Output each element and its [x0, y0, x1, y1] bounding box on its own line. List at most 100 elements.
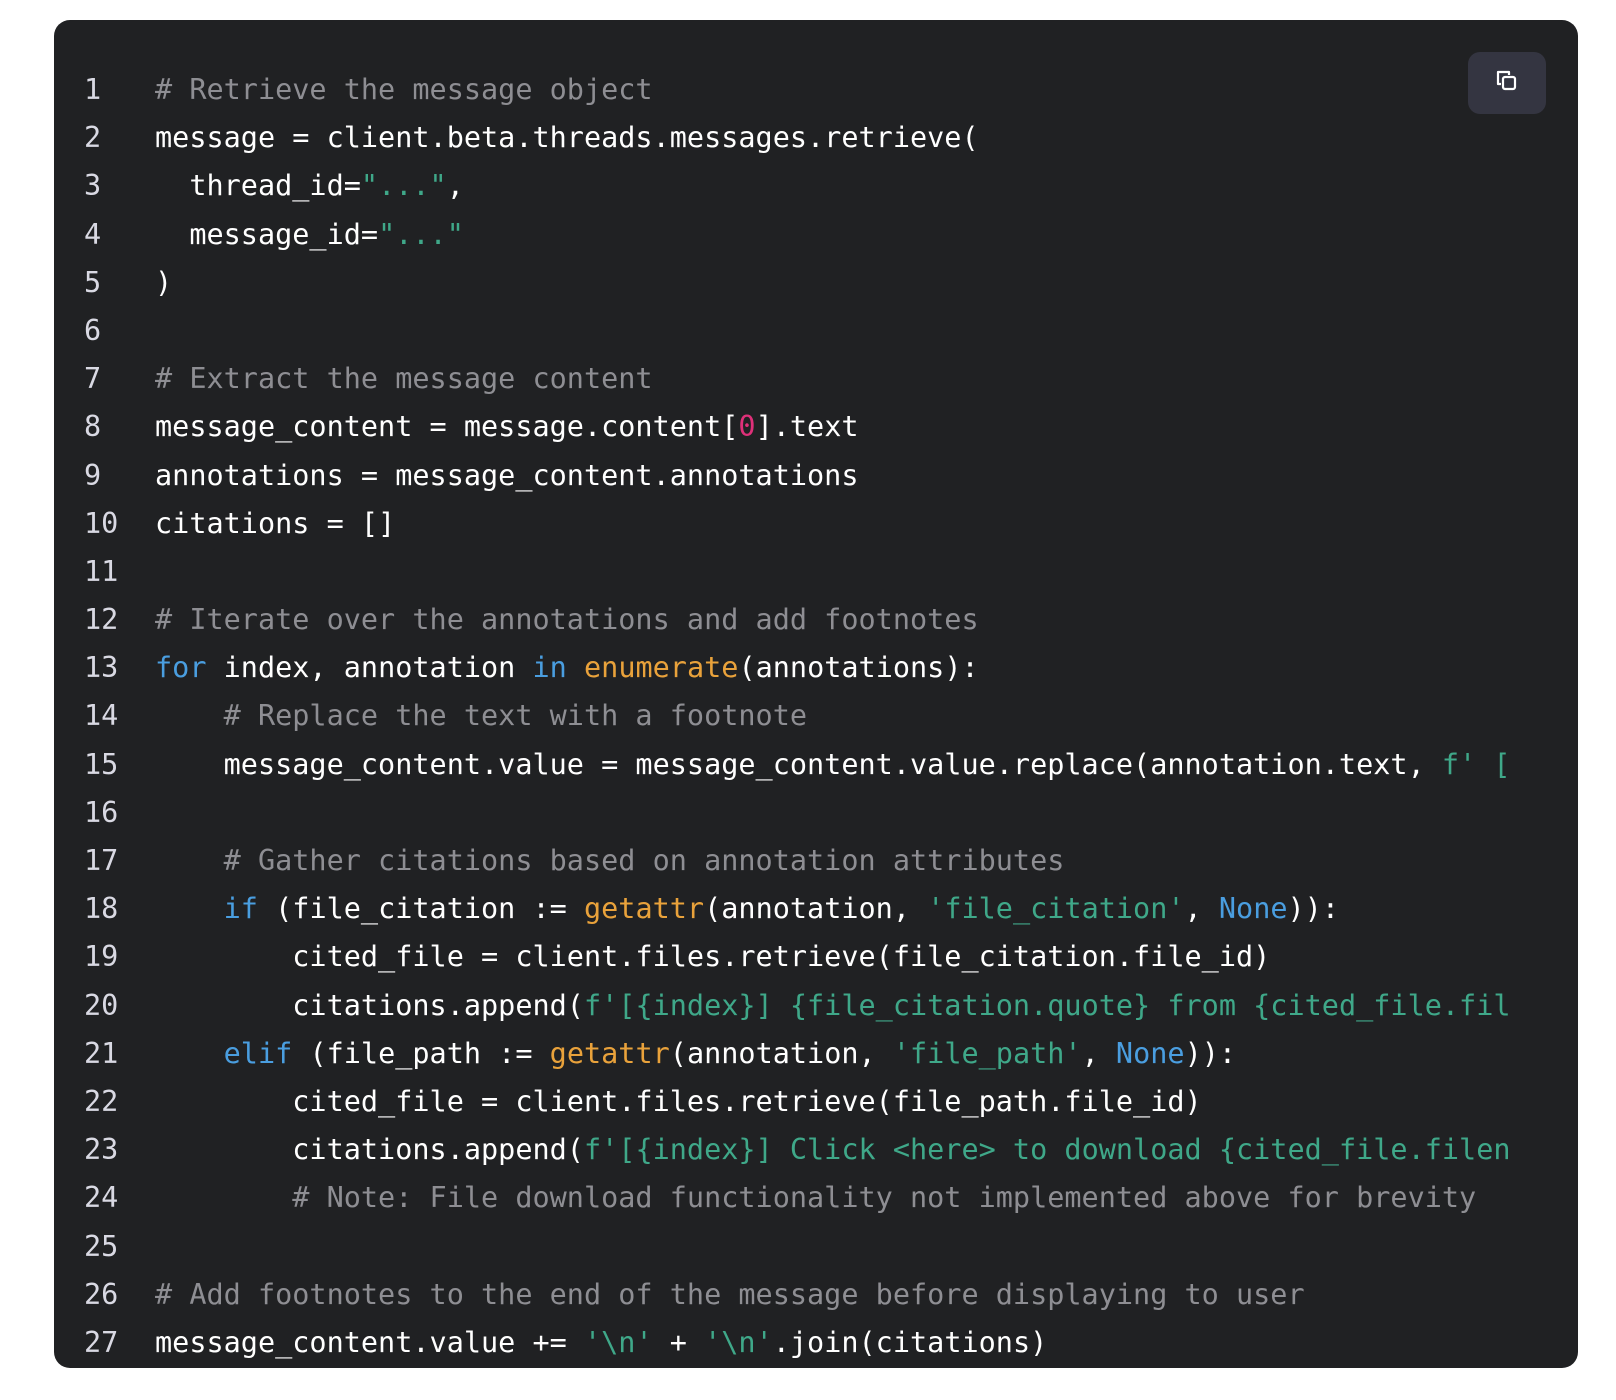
line-number: 6	[84, 313, 102, 347]
code-keyword: if	[223, 892, 258, 926]
line-number: 2	[84, 121, 102, 155]
line-code: citations = []	[155, 500, 395, 548]
line-code: cited_file = client.files.retrieve(file_…	[155, 933, 1270, 981]
line-number: 5	[84, 265, 102, 299]
code-builtin: getattr	[549, 1036, 670, 1070]
line-number: 14	[84, 699, 119, 733]
code-comment: # Add footnotes to the end of the messag…	[155, 1277, 1305, 1311]
code-line: 23 citations.append(f'[{index}] Click <h…	[54, 1126, 1578, 1174]
line-number: 7	[84, 362, 102, 396]
code-text: ,	[1184, 892, 1219, 926]
line-code: thread_id="...",	[155, 162, 464, 210]
line-code: message_content.value = message_content.…	[155, 741, 1511, 789]
line-number: 3	[84, 169, 102, 203]
code-line: 20 citations.append(f'[{index}] {file_ci…	[54, 982, 1578, 1030]
code-keyword: in	[532, 651, 567, 685]
code-builtin: getattr	[583, 892, 705, 926]
line-number: 4	[84, 217, 102, 251]
code-line: 17 # Gather citations based on annotatio…	[54, 837, 1578, 885]
code-comment: # Replace the text with a footnote	[155, 699, 808, 733]
line-code: # Extract the message content	[155, 355, 653, 403]
code-text: message_content.value +=	[155, 1325, 584, 1359]
line-code: # Gather citations based on annotation a…	[155, 837, 1065, 885]
line-number: 16	[84, 795, 119, 829]
code-text: +	[652, 1325, 705, 1359]
line-code: for index, annotation in enumerate(annot…	[155, 644, 979, 692]
line-code: cited_file = client.files.retrieve(file_…	[155, 1078, 1202, 1126]
code-text: index, annotation	[206, 651, 533, 685]
code-line: 21 elif (file_path := getattr(annotation…	[54, 1030, 1578, 1078]
code-text	[155, 1037, 224, 1070]
code-text: ].text	[755, 410, 859, 444]
code-keyword: None	[1218, 892, 1288, 926]
code-string: 'file_citation'	[927, 892, 1185, 926]
code-text: ,	[1081, 1036, 1116, 1070]
line-code: if (file_citation := getattr(annotation,…	[155, 885, 1339, 933]
copy-icon	[1494, 68, 1520, 99]
code-content: 1# Retrieve the message object 2 message =…	[54, 66, 1578, 1367]
line-number: 21	[84, 1036, 119, 1070]
code-line: 25	[54, 1223, 1578, 1271]
code-text: )):	[1287, 892, 1339, 926]
code-line: 6	[54, 307, 1578, 355]
code-text: citations = []	[155, 506, 396, 540]
code-line: 5)	[54, 259, 1578, 307]
code-text: (file_path :=	[292, 1036, 550, 1070]
code-string: '\n'	[583, 1325, 653, 1359]
code-text: message = client.beta.threads.messages.r…	[155, 121, 979, 155]
line-code: citations.append(f'[{index}] Click <here…	[155, 1126, 1510, 1174]
code-string: f'[{index}] {file_citation.quote} from {…	[583, 988, 1511, 1022]
code-line: 26 # Add footnotes to the end of the mess…	[54, 1271, 1578, 1319]
line-number: 17	[84, 844, 119, 877]
code-line: 18 if (file_citation := getattr(annotati…	[54, 885, 1578, 933]
line-code: annotations = message_content.annotation…	[155, 452, 859, 500]
line-code: # Replace the text with a footnote	[155, 692, 807, 740]
line-number: 22	[84, 1084, 119, 1118]
line-number: 18	[84, 892, 119, 926]
code-line: 12# Iterate over the annotations and add…	[54, 596, 1578, 644]
code-line: 7 # Extract the message content	[54, 355, 1578, 403]
line-code: message = client.beta.threads.messages.r…	[155, 114, 979, 162]
line-number: 10	[84, 506, 119, 540]
code-text: message_id=	[155, 217, 379, 251]
line-number: 23	[84, 1133, 119, 1167]
code-string: f' [	[1441, 747, 1511, 781]
code-text: cited_file = client.files.retrieve(file_…	[155, 1084, 1202, 1118]
code-number: 0	[738, 410, 756, 444]
code-line: 24 # Note: File download functionality n…	[54, 1174, 1578, 1222]
code-builtin: enumerate	[584, 651, 739, 685]
code-keyword: None	[1115, 1036, 1185, 1070]
code-text: )):	[1184, 1036, 1237, 1070]
code-line: 15 message_content.value = message_conte…	[54, 741, 1578, 789]
code-block: 1# Retrieve the message object 2 message =…	[54, 20, 1578, 1368]
line-number: 24	[84, 1181, 119, 1215]
line-number: 9	[84, 458, 102, 492]
line-code: # Note: File download functionality not …	[155, 1174, 1476, 1222]
line-number: 26	[84, 1277, 119, 1311]
code-text: cited_file = client.files.retrieve(file_…	[155, 940, 1271, 974]
line-code: citations.append(f'[{index}] {file_citat…	[155, 982, 1511, 1030]
code-line: 19 cited_file = client.files.retrieve(fi…	[54, 933, 1578, 981]
code-keyword: for	[155, 651, 207, 685]
code-text: .join(citations)	[772, 1325, 1048, 1359]
code-string: "..."	[360, 169, 447, 203]
line-number: 20	[84, 988, 119, 1022]
code-line: 1# Retrieve the message object	[54, 66, 1578, 114]
code-line: 16	[54, 789, 1578, 837]
code-text: message_content = message.content[	[155, 410, 739, 444]
code-text: (annotations):	[738, 651, 979, 685]
line-code: message_content.value += '\n' + '\n'.joi…	[155, 1319, 1047, 1367]
code-text: (annotation,	[704, 892, 928, 926]
code-line: 3 thread_id="...",	[54, 162, 1578, 210]
code-comment: # Iterate over the annotations and add f…	[155, 603, 979, 637]
code-line: 4 message_id="..."	[54, 211, 1578, 259]
line-code: # Retrieve the message object	[155, 66, 653, 114]
line-number: 25	[84, 1229, 119, 1263]
code-text: thread_id=	[155, 169, 361, 203]
code-text: (file_citation :=	[257, 892, 584, 926]
code-text: ,	[446, 169, 464, 203]
line-number: 11	[84, 554, 119, 588]
line-number: 8	[84, 410, 102, 444]
code-comment: # Extract the message content	[155, 362, 653, 396]
copy-code-button[interactable]	[1468, 52, 1546, 114]
